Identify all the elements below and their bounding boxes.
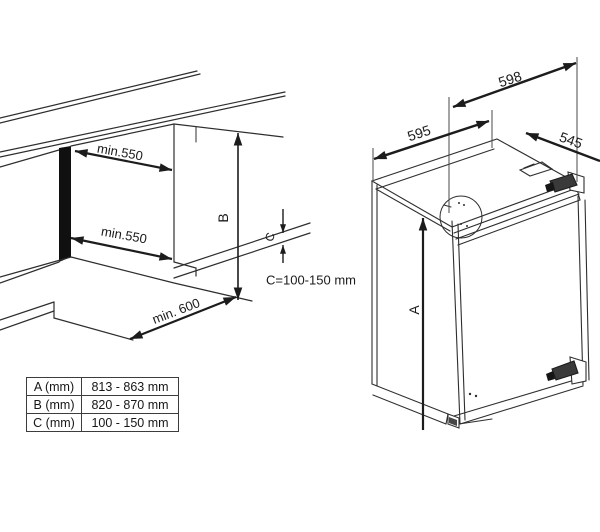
dim-label-a: A bbox=[406, 305, 422, 315]
right-appliance-diagram bbox=[370, 138, 590, 429]
table-cell-label: B (mm) bbox=[26, 395, 82, 414]
dim-label-c-range: C=100-150 mm bbox=[266, 272, 356, 288]
table-cell-label: C (mm) bbox=[26, 413, 82, 432]
dim-label-b: B bbox=[215, 213, 231, 223]
niche-left-wall bbox=[59, 146, 71, 262]
dimensions-table: A (mm) 813 - 863 mm B (mm) 820 - 870 mm … bbox=[26, 377, 179, 432]
left-niche-diagram bbox=[0, 70, 311, 341]
left-dimension-arrows bbox=[70, 133, 287, 341]
table-row: B (mm) 820 - 870 mm bbox=[26, 395, 179, 414]
table-row: A (mm) 813 - 863 mm bbox=[26, 377, 179, 396]
table-row: C (mm) 100 - 150 mm bbox=[26, 413, 179, 432]
table-cell-label: A (mm) bbox=[26, 377, 82, 396]
corner-detail-circle bbox=[439, 195, 483, 239]
right-dimension-arrows bbox=[373, 61, 600, 430]
bottom-hinge bbox=[546, 356, 587, 385]
table-cell-value: 100 - 150 mm bbox=[81, 413, 179, 432]
table-cell-value: 820 - 870 mm bbox=[81, 395, 179, 414]
table-cell-value: 813 - 863 mm bbox=[81, 377, 179, 396]
top-hinge bbox=[545, 171, 585, 194]
